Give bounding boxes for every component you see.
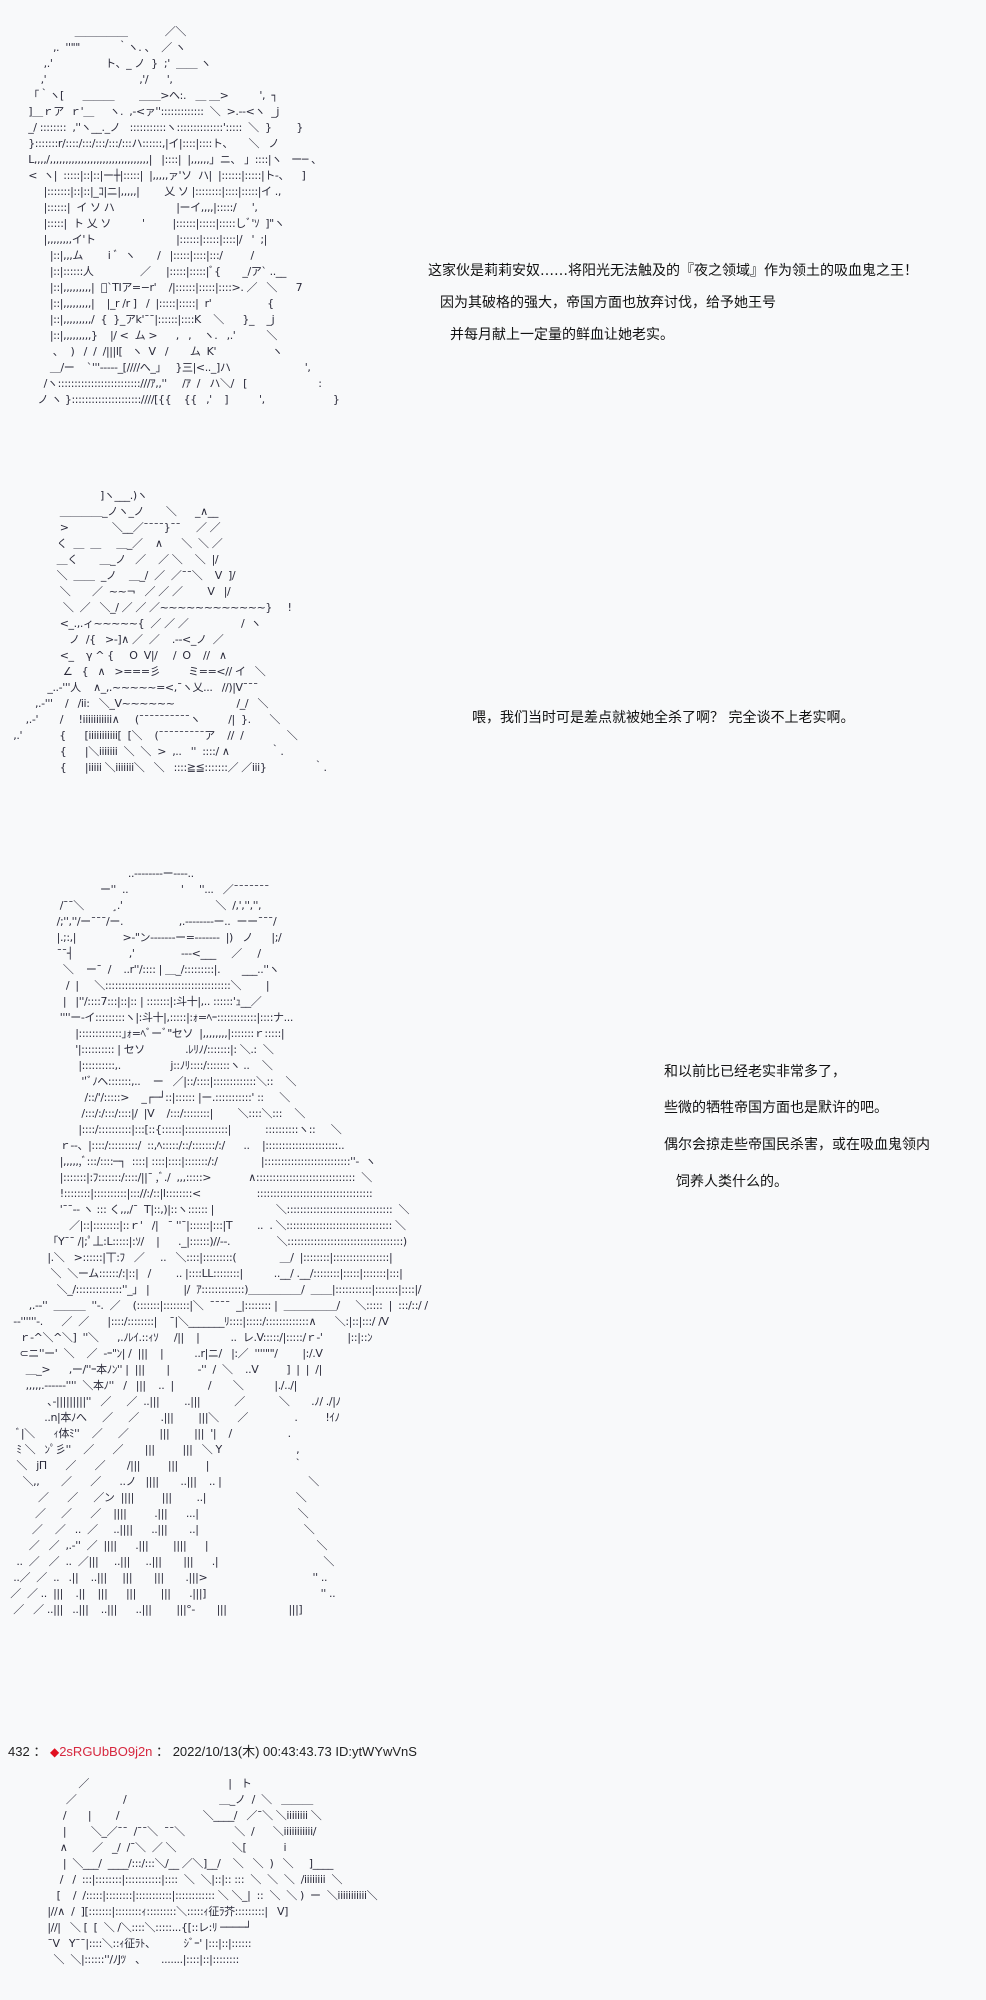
dialog-line: 些微的牺牲帝国方面也是默许的吧。 [664, 1100, 888, 1116]
dialog-line: 和以前比已经老实非常多了， [664, 1064, 846, 1080]
diamond-icon: ◆ [49, 1745, 60, 1759]
dialog-line: 因为其破格的强大，帝国方面也放弃讨伐，给予她王号 [440, 295, 776, 311]
dialog-line: 喂，我们当时可是差点就被她全杀了啊？ 完全谈不上老实啊。 [472, 710, 855, 726]
post-timestamp: 2022/10/13(木) 00:43:43.73 [172, 1744, 332, 1759]
post-number[interactable]: 432 [8, 1744, 30, 1759]
post-id[interactable]: ID:ytWYwVnS [335, 1744, 417, 1759]
panel-1-ascii-art: ＿＿＿＿＿ ／＼ ,. ''"" ｀ヽ. 、 ／ ヽ ,.' ト、_ ノ } ;… [28, 25, 340, 406]
panel-2-ascii-art: ]ヽ___.)ヽ ＿＿＿＿_ノヽ_ノ ＼ _∧__ > ＼__／¯¯¯¯}¯¯ … [13, 489, 327, 774]
dialog-line: 这家伙是莉莉安奴……将阳光无法触及的『夜之领域』作为领土的吸血鬼之王！ [428, 263, 918, 279]
post-header: 432 ： ◆2sRGUbBO9j2n ： 2022/10/13(木) 00:4… [8, 1741, 417, 1760]
post-tripcode: 2sRGUbBO9j2n [59, 1744, 153, 1759]
panel-4-ascii-art: ／ | ト ／ / ＿_ノ / ＼ ＿＿＿ / | / ＼ [47, 1777, 378, 1966]
panel-3-ascii-art: ..--------ー----.. ー'' .. ' ''... ／¯¯¯¯¯¯… [10, 867, 428, 1616]
dialog-line: 并每月献上一定量的鲜血让她老实。 [450, 327, 674, 343]
separator: ： [156, 1744, 170, 1759]
dialog-line: 饲养人类什么的。 [676, 1174, 788, 1190]
dialog-line: 偶尔会掠走些帝国民杀害，或在吸血鬼领内 [664, 1137, 930, 1153]
separator: ： [33, 1744, 47, 1759]
